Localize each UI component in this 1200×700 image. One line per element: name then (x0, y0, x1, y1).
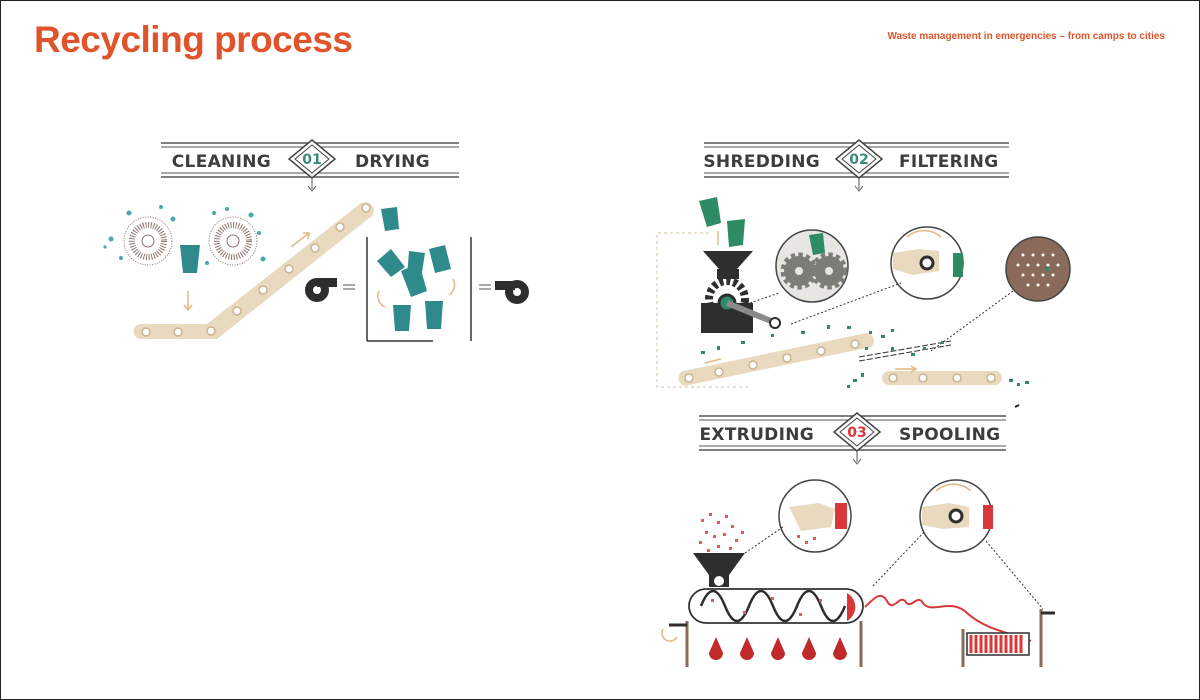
conveyor-belt-1 (133, 202, 374, 339)
cup-icon (180, 245, 200, 273)
stage-1-number: 01 (302, 152, 321, 168)
plastic-pellets-icon (699, 513, 744, 552)
conveyor-belt-3 (882, 371, 1002, 385)
falling-cups-icon (699, 197, 745, 247)
extruder-barrel (661, 588, 864, 667)
hand-crank-zoom-circle (890, 226, 964, 300)
heater-flames-icon (709, 637, 847, 660)
conveyor-belt-2 (678, 333, 874, 386)
blower-icon-left (305, 278, 355, 302)
extruding-spooling-illustration (661, 404, 1055, 667)
shredding-filtering-illustration (656, 197, 1071, 388)
stage-3-number: 03 (847, 425, 866, 441)
spool-crank-zoom-circle (919, 479, 993, 553)
stage-1-left-label: CLEANING (172, 152, 271, 172)
stage-3-right-label: SPOOLING (899, 425, 1000, 445)
page-title: Recycling process (34, 19, 353, 60)
page-subtitle: Waste management in emergencies – from c… (887, 31, 1165, 42)
stage-2-left-label: SHREDDING (703, 152, 820, 172)
filament-spool-icon (961, 609, 1055, 667)
stage-3-left-label: EXTRUDING (699, 425, 814, 445)
stage-2-right-label: FILTERING (899, 152, 998, 172)
pellet-hand-zoom-circle (778, 479, 852, 553)
plastic-flakes-icon (701, 325, 1029, 388)
brush-icon-left (123, 216, 173, 266)
hopper-icon (693, 553, 745, 587)
down-arrow-icon (183, 291, 193, 312)
brush-icon-right (208, 216, 258, 266)
stage-2-number: 02 (849, 152, 868, 168)
gears-zoom-circle (775, 229, 849, 303)
stage-1-right-label: DRYING (355, 152, 430, 172)
stage-1-header: CLEANING DRYING 01 (161, 139, 459, 192)
stage-3-header: EXTRUDING SPOOLING 03 (699, 412, 1006, 465)
stage-2-header: SHREDDING FILTERING 02 (703, 139, 1009, 192)
belt-arrow-icon (290, 232, 310, 248)
blower-icon-right (479, 280, 529, 304)
shredder-machine (701, 251, 781, 333)
filter-mesh-zoom-circle (1005, 236, 1071, 302)
cleaning-drying-illustration (103, 202, 529, 342)
water-drops-icon (103, 205, 266, 265)
drying-chamber (366, 207, 472, 342)
